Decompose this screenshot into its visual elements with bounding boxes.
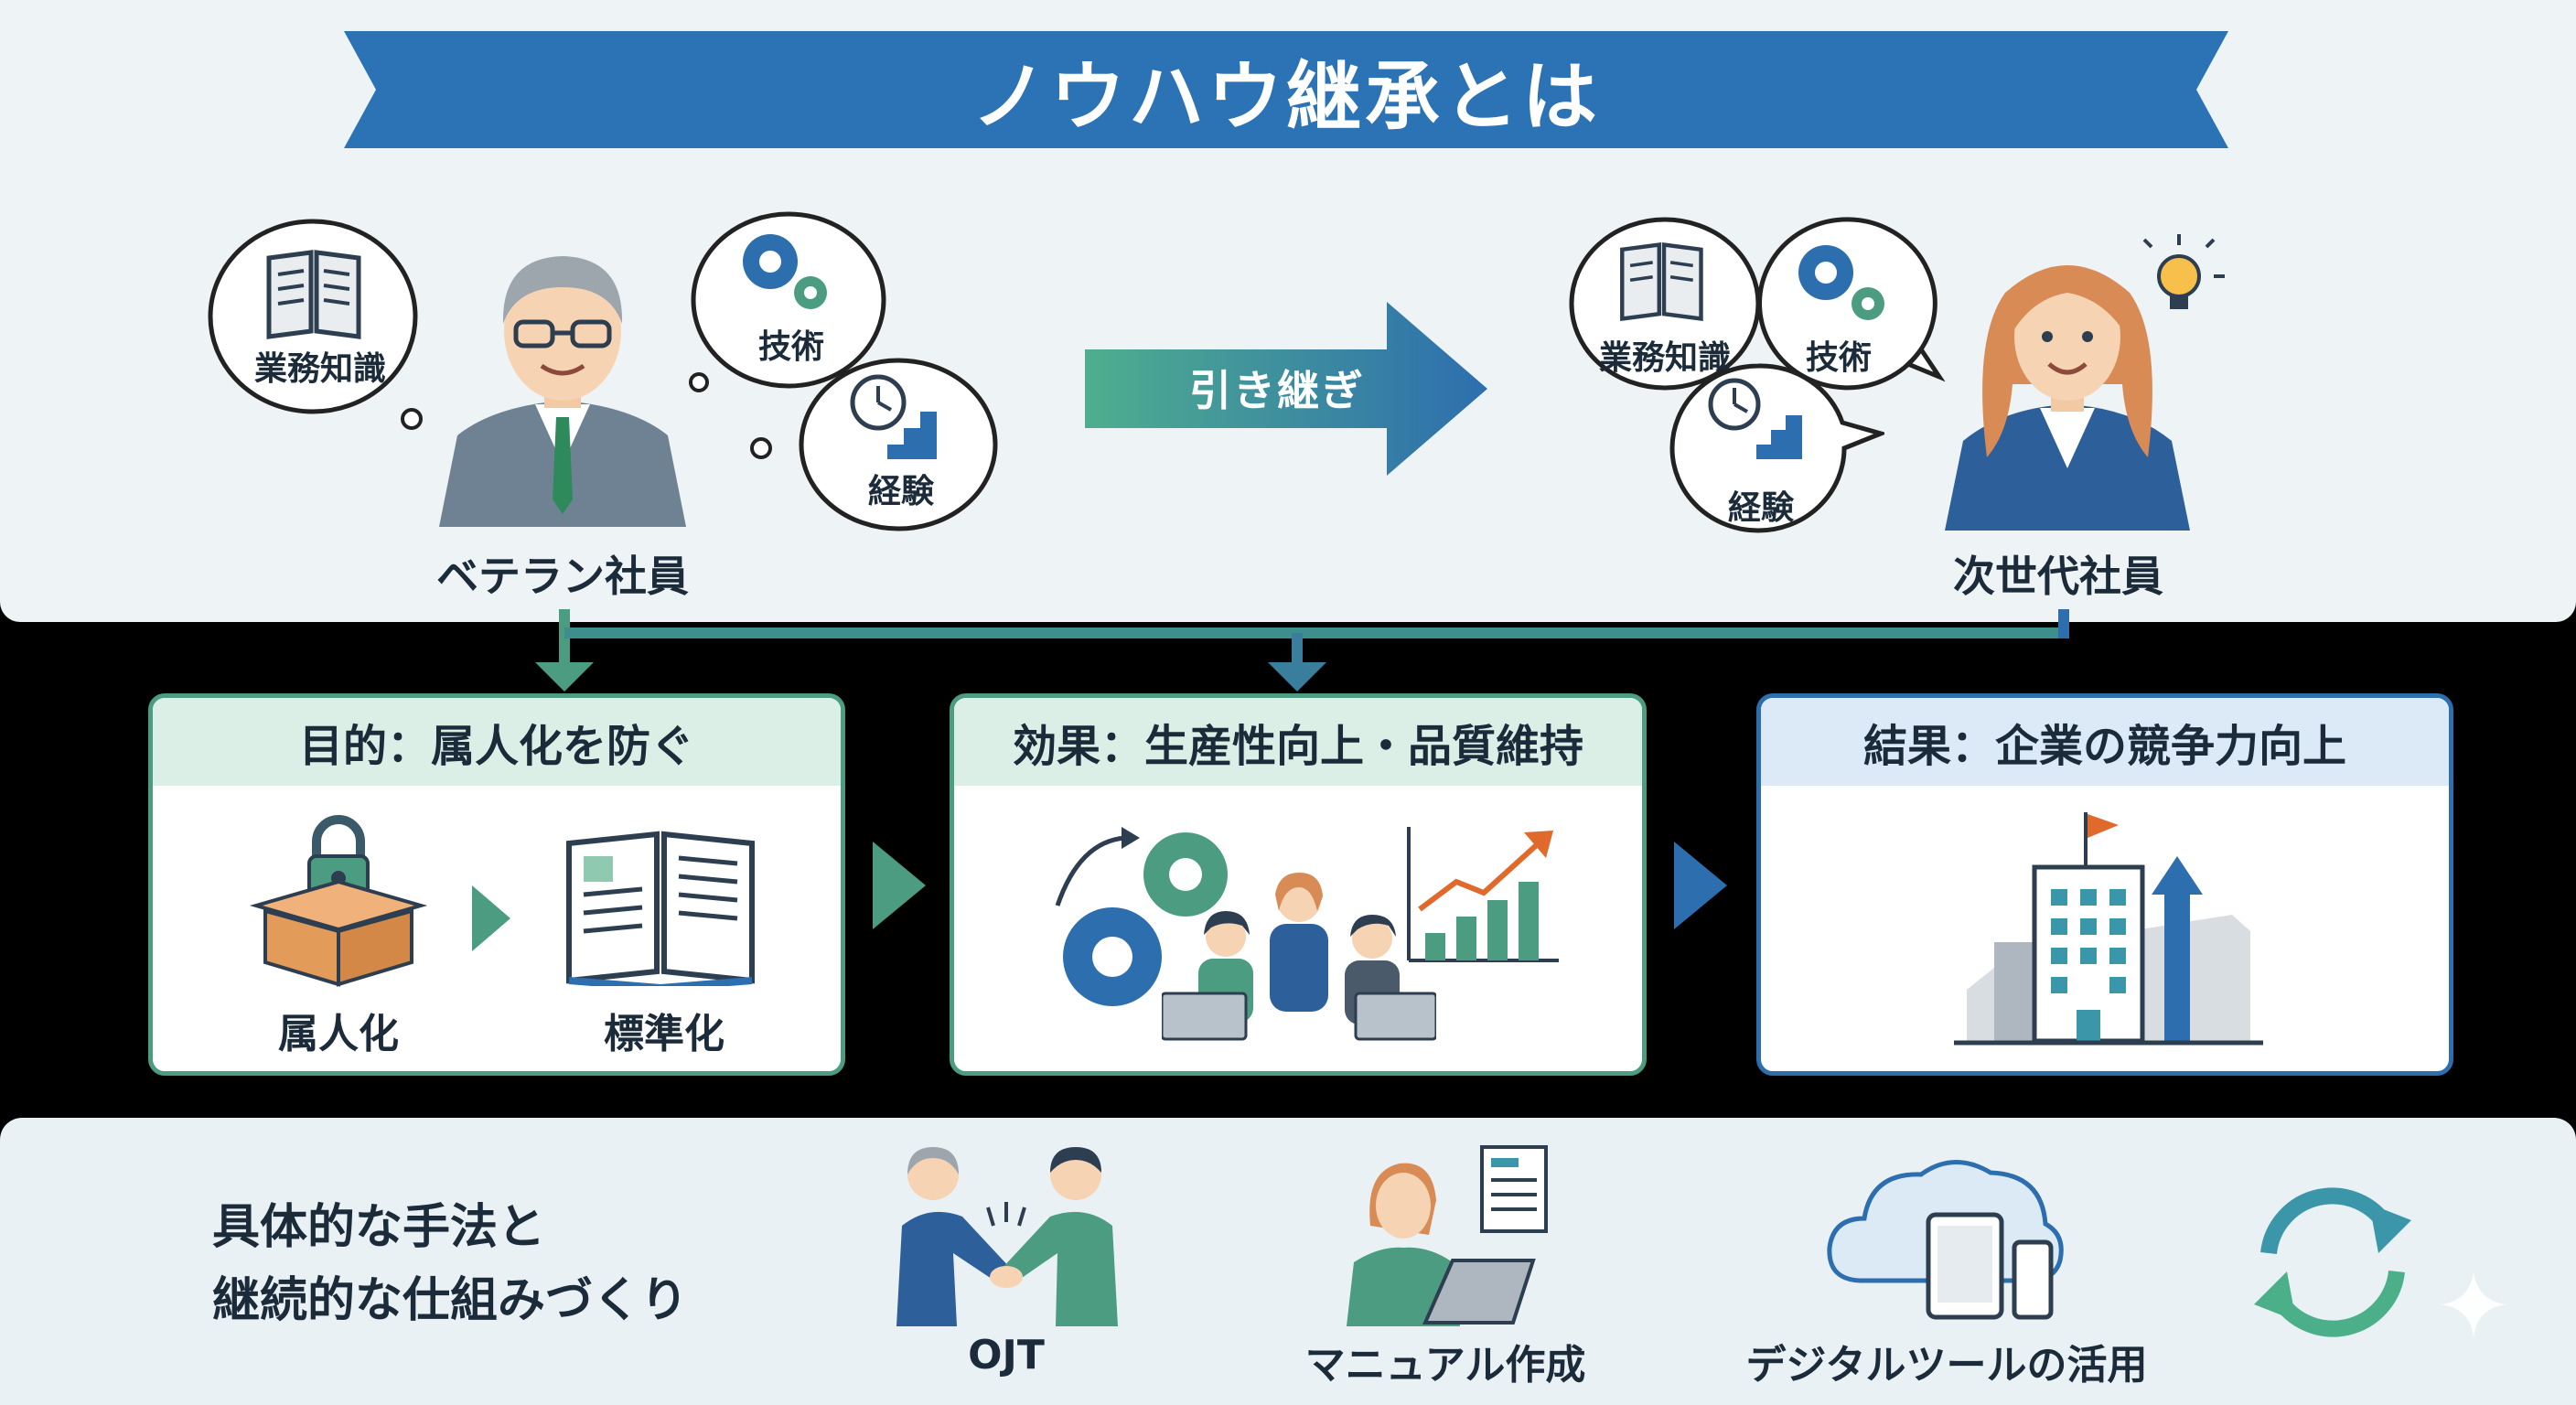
veteran-bubble-experience (750, 358, 998, 531)
chevron-right-icon (873, 842, 926, 929)
nextgen-bubble-skill-label: 技術 (1805, 339, 1872, 377)
methods-title-line2: 継続的な仕組みづくり (212, 1273, 689, 1328)
next-generation-employee-label: 次世代社員 (1953, 552, 2163, 601)
personalization-label: 属人化 (278, 1011, 399, 1057)
methods-title-line1: 具体的な手法と (212, 1200, 546, 1255)
standardization-label: 標準化 (604, 1011, 724, 1057)
gears-icon (1055, 827, 1228, 1006)
flow-connectors (535, 609, 2069, 692)
stairs-icon (1756, 415, 1802, 459)
effect-box-title: 効果：生産性向上・品質維持 (954, 698, 1642, 786)
veteran-bubble-experience-label: 経験 (867, 473, 934, 510)
page-title: ノウハウ継承とは (971, 53, 1601, 141)
clock-icon (850, 374, 907, 431)
cycle-arrows-icon (2254, 1187, 2411, 1337)
arrow-right-icon (472, 885, 510, 951)
handover-arrow (1085, 302, 1487, 476)
open-book-icon (266, 250, 361, 339)
growth-chart-icon (1407, 827, 1559, 962)
veteran-bubble-skill (689, 211, 886, 392)
result-box-title: 結果：企業の競争力向上 (1761, 698, 2449, 786)
veteran-employee-illustration (439, 256, 686, 527)
nextgen-bubble-experience-label: 経験 (1727, 489, 1794, 527)
lightbulb-icon (2142, 234, 2225, 309)
manual-writing-icon (1347, 1145, 1548, 1326)
nextgen-bubble-skill (1757, 217, 1946, 391)
stairs-icon (887, 412, 937, 459)
next-generation-employee-illustration (1945, 265, 2190, 531)
methods-panel (0, 1118, 2576, 1405)
gears-icon (743, 234, 827, 309)
chevron-right-icon (1674, 842, 1727, 929)
locked-box-icon (249, 815, 428, 987)
purpose-box-title: 目的：属人化を防ぐ (153, 698, 841, 786)
veteran-bubble-skill-label: 技術 (757, 328, 824, 366)
clock-icon (1708, 378, 1761, 431)
veteran-bubble-knowledge-label: 業務知識 (253, 350, 386, 388)
cloud-devices-icon (1827, 1160, 2064, 1320)
nextgen-bubble-knowledge (1569, 217, 1761, 391)
open-book-icon (566, 831, 755, 986)
veteran-employee-label: ベテラン社員 (436, 552, 689, 601)
title-banner (344, 31, 2228, 148)
result-box: 結果：企業の競争力向上 (1756, 693, 2453, 1076)
open-book-icon (1620, 242, 1703, 321)
nextgen-bubble-experience (1669, 363, 1884, 533)
method-ojt-label: OJT (968, 1332, 1045, 1378)
gears-icon (1798, 245, 1884, 320)
handover-label: 引き継ぎ (1189, 366, 1365, 415)
nextgen-bubble-knowledge-label: 業務知識 (1598, 339, 1731, 377)
sparkle-icon (2441, 1271, 2506, 1337)
method-manual-label: マニュアル作成 (1304, 1342, 1586, 1389)
team-working-illustration (1162, 873, 1436, 1041)
handshake-icon (896, 1147, 1118, 1326)
company-growth-icon (1954, 812, 2263, 1046)
method-digital-tools-label: デジタルツールの活用 (1745, 1342, 2148, 1389)
veteran-bubble-knowledge (208, 219, 423, 430)
